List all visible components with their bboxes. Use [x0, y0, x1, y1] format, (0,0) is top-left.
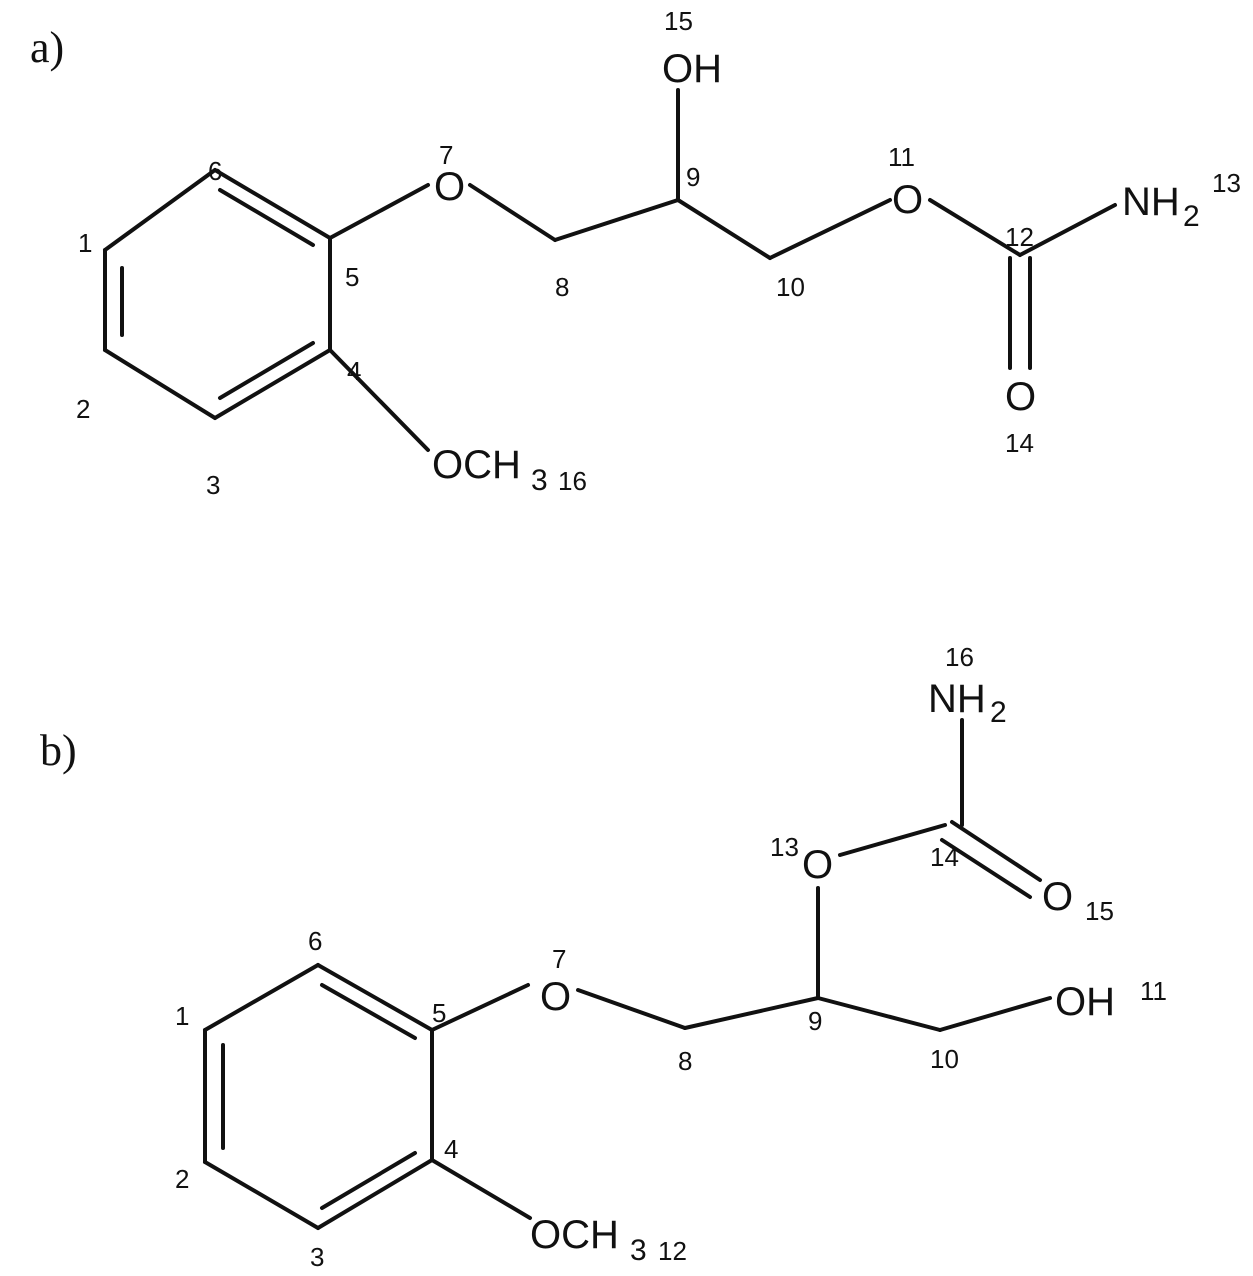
atom-number-a-7: 7	[439, 140, 453, 170]
bond-b-14-o15-top	[950, 820, 1042, 882]
amine-label-b: NH	[928, 677, 986, 721]
atom-number-b-14: 14	[930, 842, 959, 872]
atom-number-a-9: 9	[686, 162, 700, 192]
atom-number-b-10: 10	[930, 1044, 959, 1074]
benzene-ring-b	[203, 963, 434, 1230]
methoxy-subscript-b: 3	[630, 1234, 647, 1267]
atom-number-b-1: 1	[175, 1001, 189, 1031]
bond-b-4-3-inner	[320, 1151, 417, 1210]
bond-a-o11-12	[928, 198, 1022, 257]
panel-a-label: a)	[30, 23, 64, 72]
methoxy-label-b: OCH	[530, 1213, 619, 1257]
bond-a-9-10	[676, 198, 772, 260]
amine-subscript-b: 2	[990, 696, 1007, 729]
atom-number-b-5: 5	[432, 998, 446, 1028]
atom-number-a-4: 4	[347, 356, 361, 386]
atom-number-b-3: 3	[310, 1242, 324, 1272]
atom-number-a-14: 14	[1005, 428, 1034, 458]
atom-number-a-1: 1	[78, 228, 92, 258]
atom-number-b-12: 12	[658, 1236, 687, 1266]
amine-label-a: NH	[1122, 180, 1180, 224]
bond-b-4-ome	[430, 1158, 532, 1220]
bond-b-10-oh	[938, 996, 1052, 1032]
bond-b-o13-14	[838, 823, 947, 857]
bond-a-4-3-inner	[218, 341, 315, 400]
bond-a-6-5	[213, 168, 332, 240]
bond-b-o7-8	[576, 988, 687, 1030]
bond-b-6-5	[316, 963, 434, 1032]
bond-a-1-6	[103, 168, 217, 252]
bond-b-14-o15-bottom	[940, 838, 1032, 899]
bond-a-10-o11	[768, 198, 892, 260]
ether-oxygen-7-a: O	[434, 165, 465, 209]
structure-a: a) OH O O O NH 2 OC	[30, 6, 1241, 500]
atom-number-b-6: 6	[308, 926, 322, 956]
ether-oxygen-7-b: O	[540, 975, 571, 1019]
carbonyl-oxygen-a: O	[1005, 375, 1036, 419]
bond-a-8-9	[553, 198, 680, 242]
bond-a-4-ome	[328, 348, 430, 452]
bond-b-6-5-inner	[320, 983, 417, 1040]
ester-oxygen-13-b: O	[802, 843, 833, 887]
atom-number-a-11: 11	[888, 142, 915, 172]
bond-a-3-2	[103, 348, 217, 420]
benzene-ring-a	[103, 168, 332, 420]
carbonyl-oxygen-b: O	[1042, 875, 1073, 919]
methoxy-subscript-a: 3	[531, 464, 548, 497]
ester-oxygen-11-a: O	[892, 178, 923, 222]
atom-number-b-16: 16	[945, 642, 974, 672]
atom-number-a-5: 5	[345, 262, 359, 292]
atom-number-b-8: 8	[678, 1046, 692, 1076]
bond-a-6-5-inner	[218, 188, 315, 247]
amine-subscript-a: 2	[1183, 200, 1200, 233]
atom-number-b-2: 2	[175, 1164, 189, 1194]
atom-number-a-15: 15	[664, 6, 693, 36]
bond-b-4-3	[316, 1158, 434, 1230]
bond-b-5-o7	[430, 983, 530, 1032]
methoxy-label-a: OCH	[432, 443, 521, 487]
atom-number-a-2: 2	[76, 394, 90, 424]
atom-number-a-6: 6	[208, 156, 222, 186]
atom-number-a-12: 12	[1005, 222, 1034, 252]
atom-number-b-15: 15	[1085, 896, 1114, 926]
atom-number-b-9: 9	[808, 1006, 822, 1036]
bond-b-9-10	[816, 996, 942, 1032]
panel-b-label: b)	[40, 726, 77, 775]
bond-b-8-9	[683, 996, 820, 1030]
hydroxyl-label-b: OH	[1055, 980, 1115, 1024]
atom-number-a-13: 13	[1212, 168, 1241, 198]
bond-b-3-2	[203, 1160, 320, 1230]
bond-a-o7-8	[468, 183, 557, 242]
atom-number-a-3: 3	[206, 470, 220, 500]
bond-a-4-3	[213, 348, 332, 420]
atom-number-a-10: 10	[776, 272, 805, 302]
bond-a-12-n	[1018, 203, 1117, 257]
atom-number-b-13: 13	[770, 832, 799, 862]
structure-b: b) NH 2 O O O OH OC	[40, 642, 1167, 1272]
atom-number-b-7: 7	[552, 944, 566, 974]
atom-number-b-11: 11	[1140, 976, 1167, 1006]
atom-number-a-8: 8	[555, 272, 569, 302]
bond-a-5-o7	[328, 183, 430, 240]
atom-number-a-16: 16	[558, 466, 587, 496]
bond-b-1-6	[203, 963, 320, 1032]
hydroxyl-label-a: OH	[662, 47, 722, 91]
atom-number-b-4: 4	[444, 1134, 458, 1164]
